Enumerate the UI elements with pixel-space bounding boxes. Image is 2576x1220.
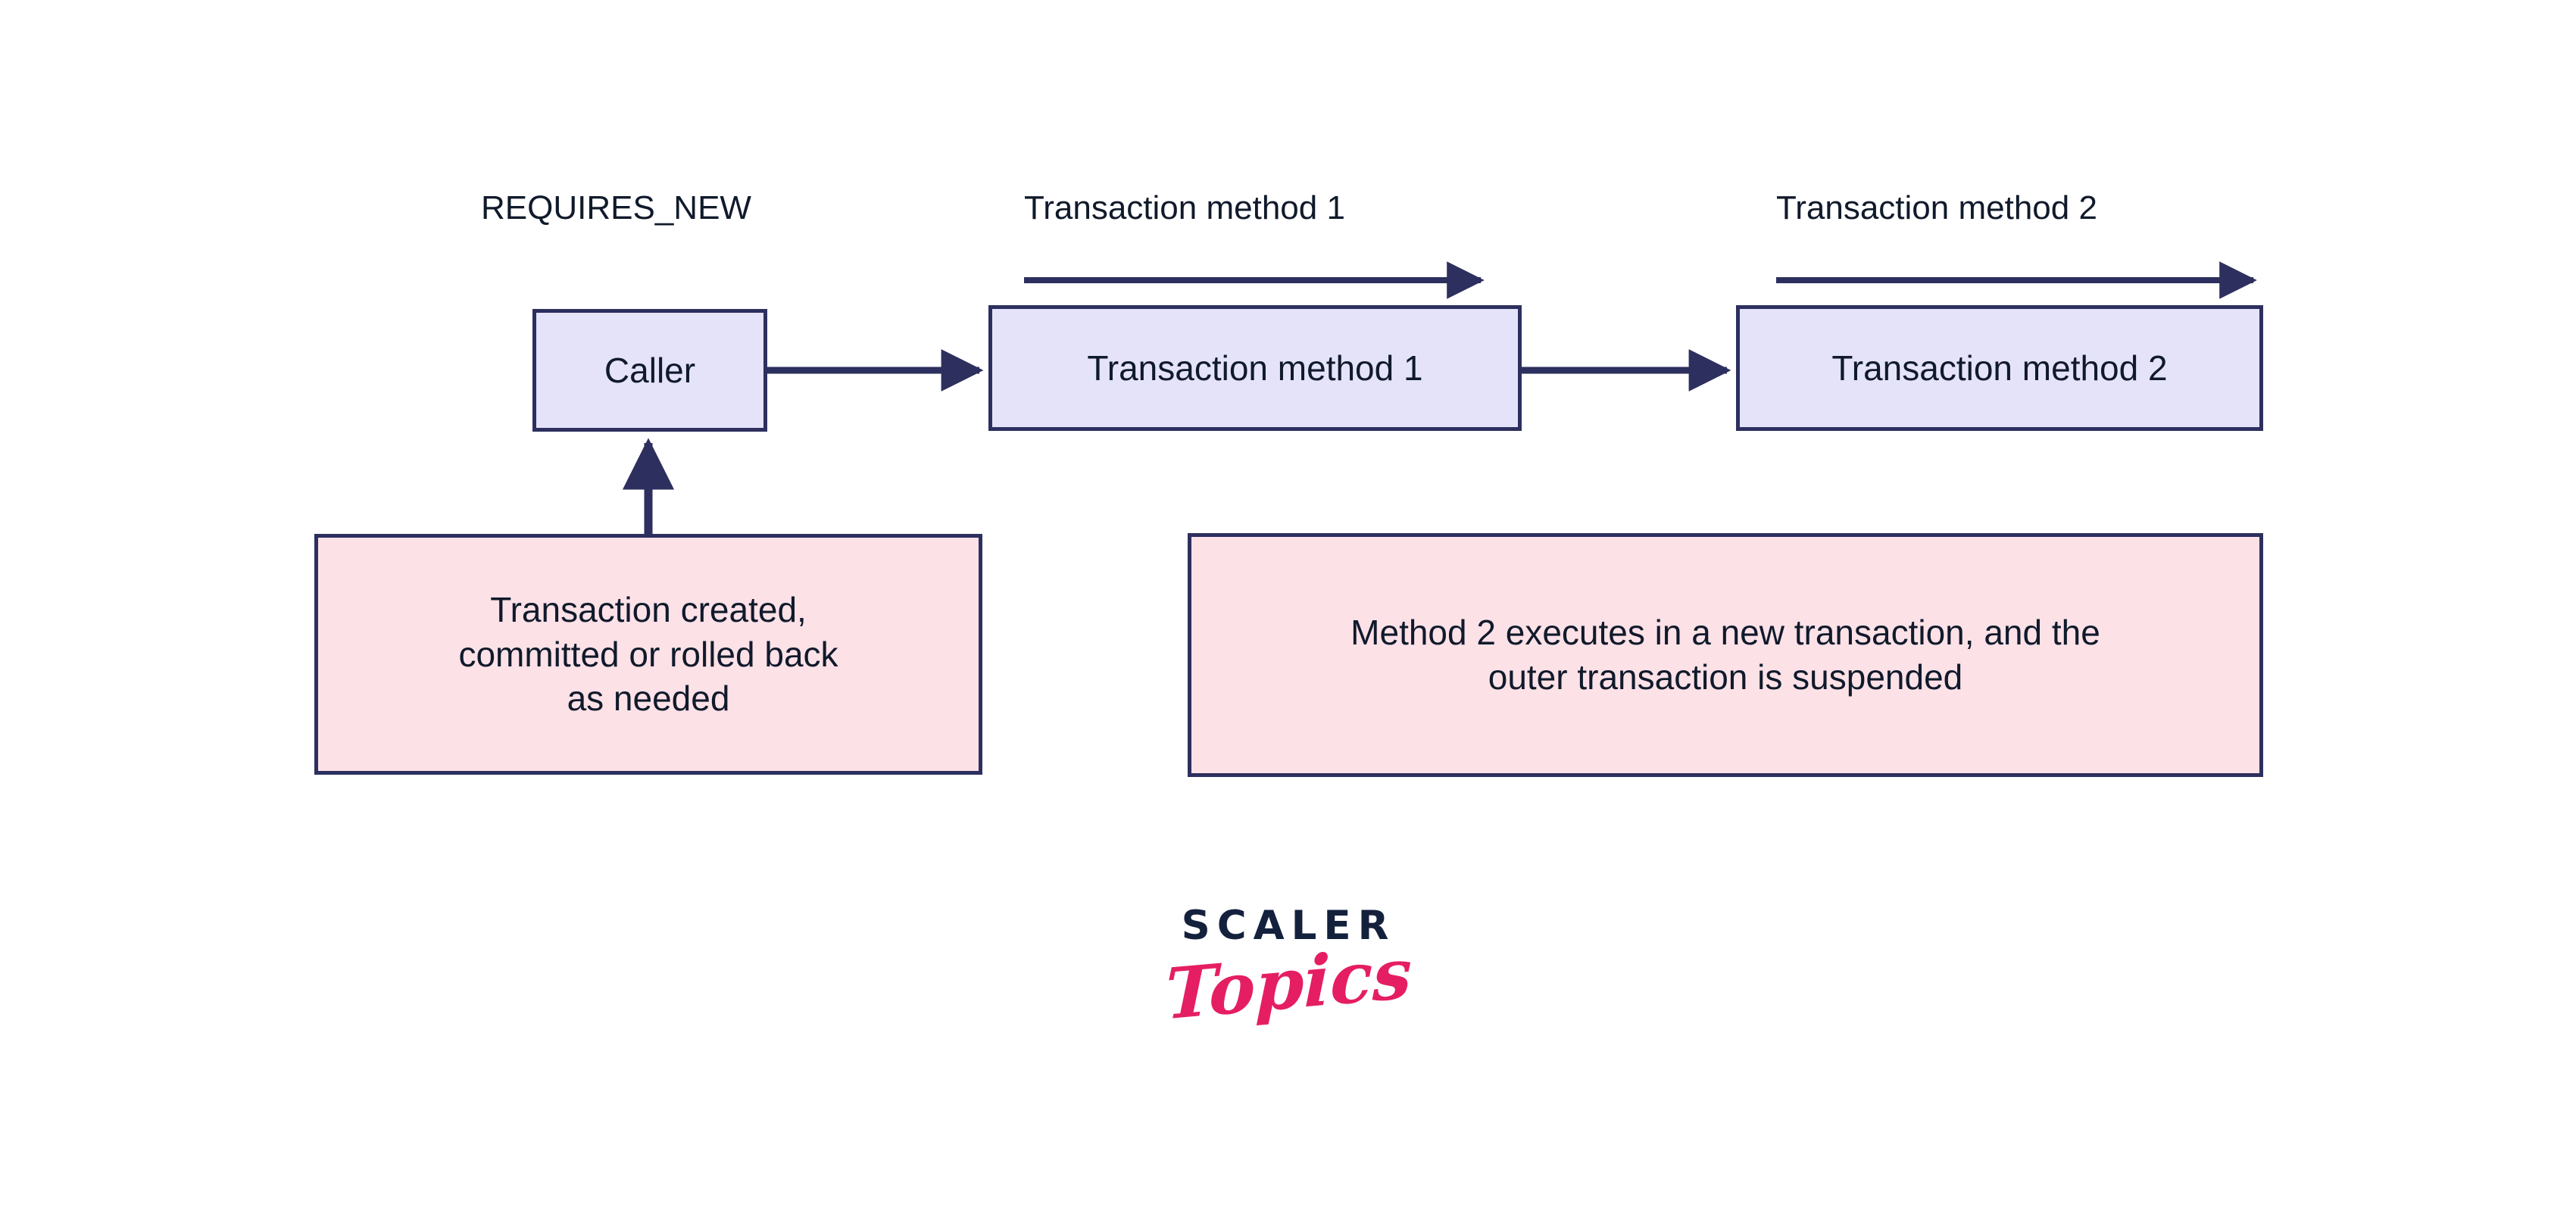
flow-box-method-1[interactable]: Transaction method 1 <box>988 305 1522 431</box>
annotation-box-caller[interactable]: Transaction created, committed or rolled… <box>314 534 982 775</box>
annotation-box-method-2[interactable]: Method 2 executes in a new transaction, … <box>1188 533 2263 777</box>
logo-secondary-text: Topics <box>1164 931 1413 1036</box>
annotation-box-caller-label: Transaction created, committed or rolled… <box>458 589 838 719</box>
scaler-topics-logo: SCALER Topics <box>1165 903 1413 1036</box>
propagation-type-label: REQUIRES_NEW <box>481 189 751 226</box>
annotation-box-method-2-label: Method 2 executes in a new transaction, … <box>1350 613 2100 697</box>
flow-box-caller-label: Caller <box>604 350 696 390</box>
flow-box-method-2-label: Transaction method 2 <box>1831 348 2168 388</box>
span-label-method-1: Transaction method 1 <box>1024 189 1345 226</box>
flow-box-caller[interactable]: Caller <box>532 309 767 432</box>
span-label-method-2: Transaction method 2 <box>1776 189 2097 226</box>
logo-primary-text: SCALER <box>1181 903 1396 949</box>
flow-box-method-2[interactable]: Transaction method 2 <box>1736 305 2263 431</box>
flow-box-method-1-label: Transaction method 1 <box>1087 348 1423 388</box>
